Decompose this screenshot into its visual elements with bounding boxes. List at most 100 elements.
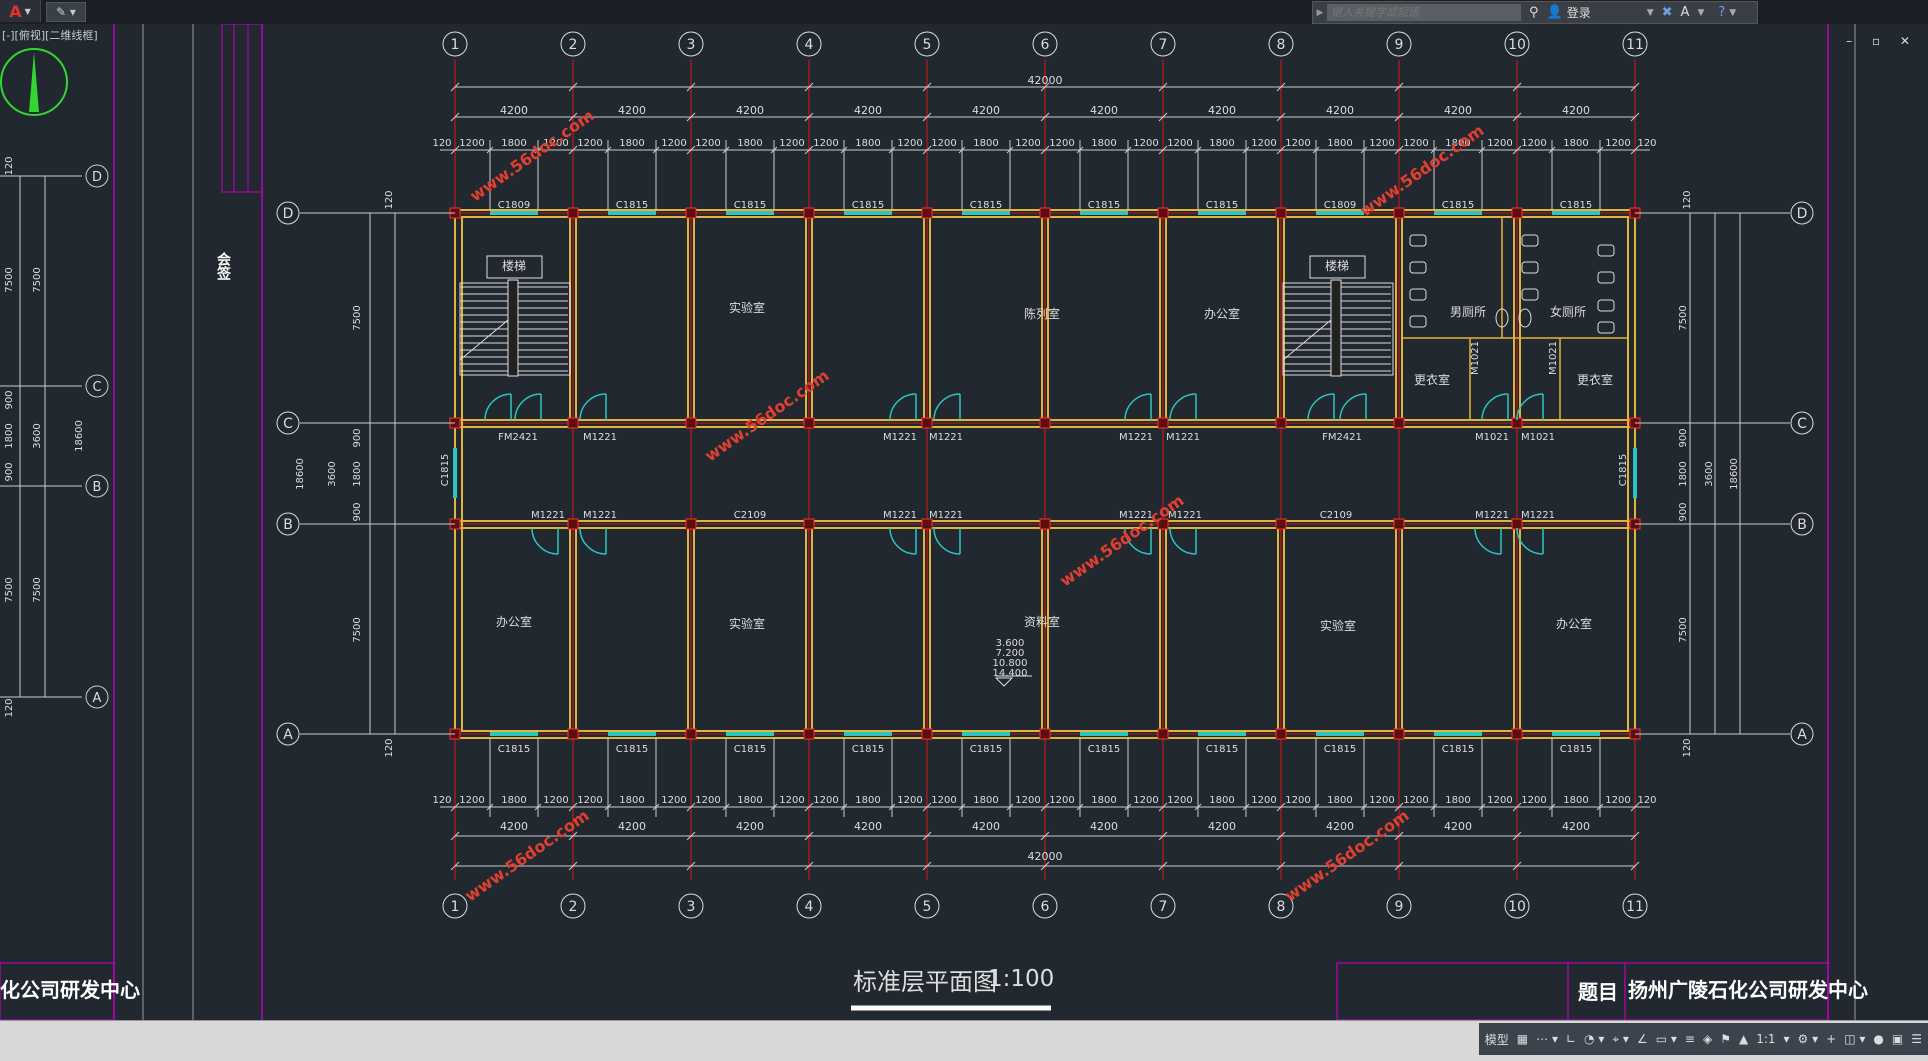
axis-letter: C [283,416,293,432]
hardware-icon[interactable]: ● [1873,1032,1884,1046]
dim-tick [1512,802,1522,812]
door-swing [514,393,542,421]
snap-icon[interactable]: ⋯ ▾ [1536,1032,1558,1046]
annotation-scale-icon[interactable]: ▲ [1738,1032,1749,1046]
sub-dimension: 1200 [931,795,956,806]
customize-icon[interactable]: ☰ [1911,1032,1922,1046]
window-label: C1815 [1618,454,1629,486]
help-icon[interactable]: ? [1718,5,1726,20]
door-label: M1221 [583,432,617,443]
a360-icon[interactable]: A [1680,5,1690,20]
vertical-dimension: 900 [4,390,15,409]
window-label: C1815 [734,200,766,211]
window-controls[interactable]: – ▫ ✕ [1846,34,1918,48]
sub-dimension: 1200 [1251,138,1276,149]
dim-tick [1040,112,1050,122]
axis-bubble [914,893,940,919]
osnap-icon[interactable]: ⌖ ▾ [1612,1031,1629,1046]
sub-dimension: 1200 [1015,795,1040,806]
lineweight-icon[interactable]: ≡ [1684,1032,1695,1046]
clean-screen-icon[interactable]: ▣ [1891,1032,1904,1046]
vertical-dimension: 18600 [1729,458,1740,490]
sub-dimension: 1200 [1167,138,1192,149]
sub-dimension: 1800 [737,138,762,149]
binoculars-icon[interactable]: ⚲ [1529,5,1539,20]
vertical-dimension: 7500 [32,577,43,602]
door-swing [1169,393,1197,421]
room-label: 实验室 [729,300,765,315]
exchange-icon[interactable]: ✖ [1661,5,1673,20]
sub-dimension: 1200 [1049,795,1074,806]
sub-dimension: 1800 [1091,795,1116,806]
elevation-label: 14.400 [993,668,1028,679]
dim-tick [804,82,814,92]
gear-icon[interactable]: ⚙ ▾ [1797,1032,1819,1046]
bay-dimension: 4200 [736,104,764,117]
search-bar: ▶ ⚲ 👤 登录 ▼ ✖ A ▼ ? ▼ [1312,1,1758,24]
plus-icon[interactable]: + [1826,1032,1837,1046]
chevron-down-icon[interactable]: ▼ [1729,7,1737,18]
column [685,207,697,219]
dim-tick [1158,861,1168,871]
transparency-icon[interactable]: ◈ [1702,1032,1713,1046]
vertical-dimension: 900 [1678,502,1689,521]
door-swing [1516,393,1544,421]
polar-icon[interactable]: ◔ ▾ [1584,1032,1605,1046]
bay-dimension: 4200 [1444,820,1472,833]
sink [1495,308,1509,328]
left-sheet-title: 化公司研发中心 [0,978,140,1002]
vertical-dimension: 7500 [4,577,15,602]
quick-access-button[interactable]: ✎ ▾ [46,2,86,22]
toilet-fixture [1521,234,1539,247]
dim-tick [686,82,696,92]
column [1039,207,1051,219]
axis-number: 7 [1159,899,1168,915]
application-menu-button[interactable]: A▼ [0,0,41,22]
window-label: C1815 [1560,200,1592,211]
dim-tick [922,112,932,122]
isolate-icon[interactable]: ◫ ▾ [1844,1032,1866,1046]
sub-dimension: 1200 [897,795,922,806]
dyn-ucs-icon[interactable]: ▭ ▾ [1655,1032,1677,1046]
expand-icon[interactable]: ▶ [1316,7,1324,18]
column [1039,518,1051,530]
ortho-icon[interactable]: ∟ [1565,1032,1577,1046]
axis-number: 2 [569,37,578,53]
chevron-down-icon[interactable]: ▼ [1697,7,1705,18]
axis-bubble [914,31,940,57]
model-tab[interactable]: 模型 [1484,1032,1509,1047]
room-label: 更衣室 [1577,372,1613,387]
vertical-dimension: 7500 [32,267,43,292]
chevron-down-icon[interactable]: ▼ [1646,7,1654,18]
viewport-controls[interactable]: [-][俯视][二维线框] [2,29,98,42]
elevation-label: 7.200 [996,648,1025,659]
dim-tick [1512,112,1522,122]
axis-letter: B [1797,517,1807,533]
annotation-scale[interactable]: 1:1 [1756,1032,1776,1046]
axis-bubble [1504,31,1530,57]
chevron-down-icon: ▼ [24,6,31,16]
grid-icon[interactable]: ▦ [1516,1032,1529,1046]
door-label: M1221 [583,510,617,521]
axis-number: 10 [1508,899,1526,915]
otrack-icon[interactable]: ∠ [1636,1032,1648,1046]
login-button[interactable]: 登录 [1566,6,1591,20]
sub-dimension: 1800 [855,138,880,149]
dim-tick [1394,831,1404,841]
window-label: C1815 [1442,200,1474,211]
window-label: C2109 [734,510,766,521]
search-input[interactable] [1327,4,1521,21]
vertical-dimension: 900 [352,502,363,521]
sub-dimension: 1200 [543,138,568,149]
watermark: www.56doc.com [466,106,597,206]
annotation-icon[interactable]: ⚑ [1720,1032,1731,1046]
user-icon[interactable]: 👤 [1546,5,1563,20]
column [1157,417,1169,429]
door-swing [1516,527,1544,555]
chevron-down-icon[interactable]: ▾ [1783,1032,1790,1046]
dim-tick [1394,145,1404,155]
sub-dimension: 1800 [501,795,526,806]
dim-tick [1630,831,1640,841]
sub-dimension: 120 [1637,138,1656,149]
